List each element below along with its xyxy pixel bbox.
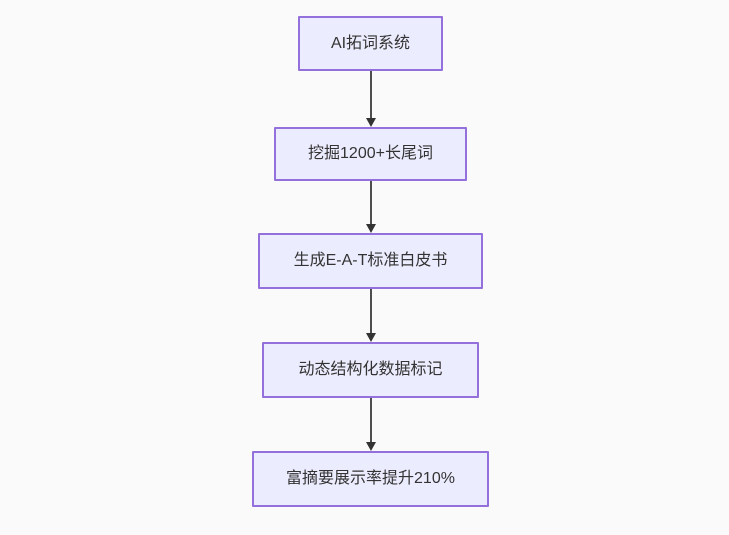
arrow-line (370, 71, 372, 118)
flow-node-ai-word-system: AI拓词系统 (298, 16, 443, 71)
flow-arrow (365, 181, 377, 233)
flow-node-eat-whitepaper: 生成E-A-T标准白皮书 (258, 233, 483, 289)
arrow-head-icon (366, 333, 376, 342)
arrow-head-icon (366, 224, 376, 233)
flow-node-label: 动态结构化数据标记 (298, 361, 443, 379)
arrow-head-icon (366, 442, 376, 451)
flow-node-label: 挖掘1200+长尾词 (308, 145, 433, 163)
arrow-head-icon (366, 118, 376, 127)
flow-arrow (365, 71, 377, 127)
arrow-line (370, 181, 372, 224)
arrow-line (370, 289, 372, 333)
flow-arrow (365, 289, 377, 342)
flow-node-label: 生成E-A-T标准白皮书 (293, 252, 448, 270)
flow-arrow (365, 398, 377, 451)
arrow-line (370, 398, 372, 442)
flow-node-rich-snippet-result: 富摘要展示率提升210% (252, 451, 489, 507)
flow-node-label: 富摘要展示率提升210% (286, 470, 455, 488)
flow-node-longtail-mining: 挖掘1200+长尾词 (274, 127, 467, 181)
flow-node-label: AI拓词系统 (330, 34, 411, 52)
flow-node-structured-data: 动态结构化数据标记 (262, 342, 479, 398)
